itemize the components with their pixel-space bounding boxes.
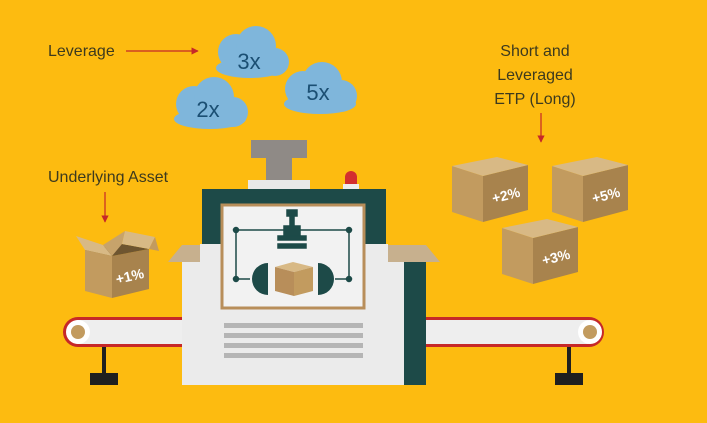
cloud-3x-label: 3x	[237, 49, 260, 74]
etp-box-5pct-label: +5%	[590, 184, 622, 207]
screen-box-icon	[275, 262, 313, 296]
belt-leg-right	[555, 347, 583, 385]
etp-box-3pct-label: +3%	[540, 246, 572, 269]
cloud-2x: 2x	[174, 77, 248, 129]
cloud-5x: 5x	[284, 62, 357, 114]
etp-box-2pct-label: +2%	[490, 184, 522, 207]
underlying-asset-label: Underlying Asset	[48, 169, 169, 186]
underlying-asset-box: +1%	[76, 231, 159, 298]
cloud-3x: 3x	[216, 26, 289, 78]
etp-label-line-3: ETP (Long)	[494, 91, 576, 108]
leverage-label: Leverage	[48, 43, 115, 60]
cloud-5x-label: 5x	[306, 80, 329, 105]
etp-box-2pct: +2%	[452, 157, 528, 222]
machine-vents	[224, 323, 363, 358]
etp-box-3pct: +3%	[502, 219, 578, 284]
underlying-asset-box-label: +1%	[114, 265, 146, 287]
etp-label-line-2: Leveraged	[497, 67, 573, 84]
alarm-light-icon	[343, 171, 359, 189]
belt-leg-left	[90, 347, 118, 385]
machine	[168, 140, 440, 385]
etp-box-5pct: +5%	[552, 157, 628, 222]
etp-label-line-1: Short and	[500, 43, 569, 60]
etp-label: Short and Leveraged ETP (Long)	[494, 43, 576, 108]
screen-mechanism	[232, 209, 353, 295]
cloud-2x-label: 2x	[196, 97, 219, 122]
